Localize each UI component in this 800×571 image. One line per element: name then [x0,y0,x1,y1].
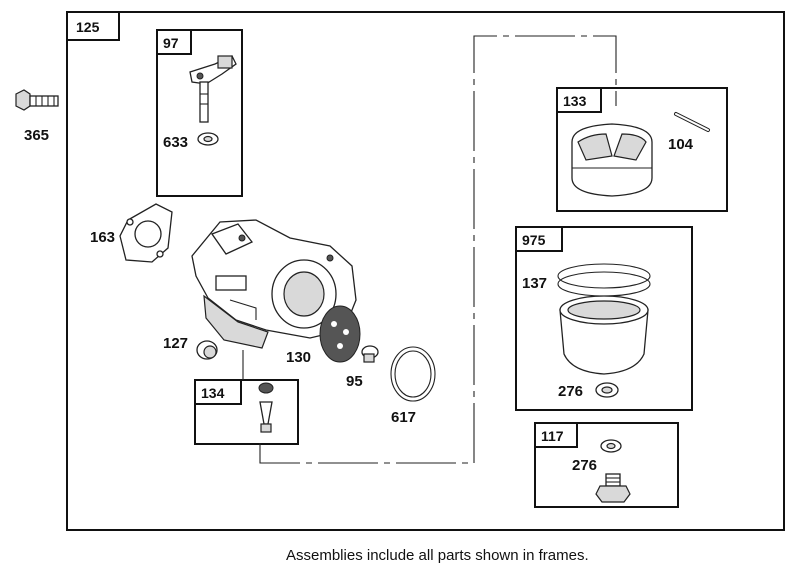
float-bowl-975 [557,263,651,375]
assembly-leader-line [259,35,617,464]
washer-633 [197,132,219,146]
footer-note: Assemblies include all parts shown in fr… [286,547,589,564]
callout-127: 127 [163,335,188,352]
bowl-nut-117 [595,473,631,503]
callout-633: 633 [163,134,188,151]
callout-137: 137 [522,275,547,292]
frame-117 [534,422,679,508]
frame-134 [194,379,299,445]
callout-276-nut: 276 [572,457,597,474]
frame-975-tag [515,226,563,252]
frame-125 [66,11,785,531]
callout-163: 163 [90,229,115,246]
frame-117-tag [534,422,578,448]
callout-130: 130 [286,349,311,366]
frame-97-label: 97 [163,35,179,51]
o-ring-617 [390,346,436,402]
frame-133 [556,87,728,212]
frame-975-label: 975 [522,232,546,248]
frame-134-label: 134 [201,385,225,401]
washer-276-bowl [595,382,619,398]
float-pin-104 [674,112,710,132]
screw-95 [361,345,379,363]
frame-133-label: 133 [563,93,587,109]
frame-117-label: 117 [541,428,564,444]
frame-125-label: 125 [76,19,100,35]
frame-134-tag [194,379,242,405]
callout-365: 365 [24,127,49,144]
frame-125-tag [66,11,120,41]
callout-617: 617 [391,409,416,426]
washer-276-nut [600,439,622,453]
needle-valve-134 [258,382,274,433]
float-133 [571,123,653,197]
callout-95: 95 [346,373,363,390]
gasket-163 [119,203,173,263]
callout-104: 104 [668,136,694,153]
frame-97 [156,29,243,197]
frame-133-tag [556,87,602,113]
bolt-365 [15,89,59,111]
frame-97-tag [156,29,192,55]
frame-975 [515,226,693,411]
diaphragm-130 [319,305,361,363]
callout-276-bowl: 276 [558,383,583,400]
plug-127 [196,340,218,360]
choke-shaft-97 [189,55,237,123]
carburetor-body [191,219,357,349]
